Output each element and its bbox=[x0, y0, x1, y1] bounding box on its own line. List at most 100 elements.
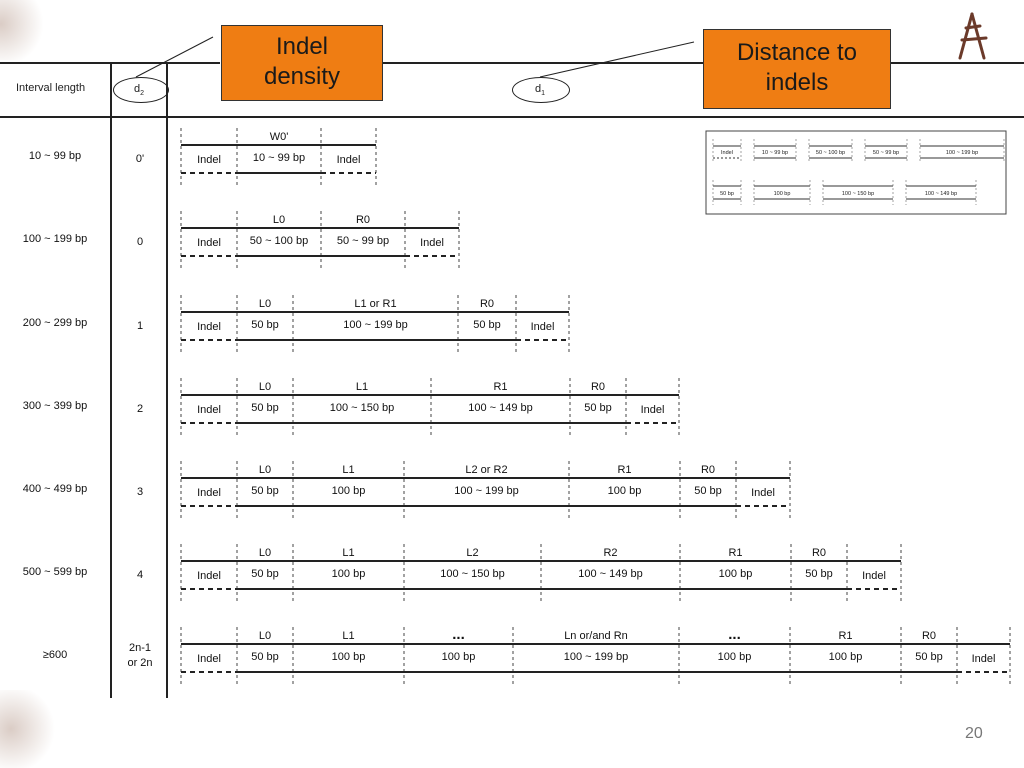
segment-length-label: 100 bp bbox=[829, 651, 863, 663]
inset-segment-label: 10 ~ 99 bp bbox=[762, 150, 788, 156]
distance-to-indels-callout: Distance to indels bbox=[703, 29, 891, 109]
inset-segment-label: 50 ~ 99 bp bbox=[873, 150, 899, 156]
indel-label: Indel bbox=[197, 653, 221, 665]
inset-segment-label: 50 ~ 100 bp bbox=[816, 150, 845, 156]
indel-density-text: Indel density bbox=[263, 33, 341, 90]
segment-top-label: R2 bbox=[603, 547, 617, 559]
segment-top-label: L0 bbox=[259, 547, 271, 559]
segment-top-label: L1 bbox=[342, 547, 354, 559]
interval-length-cell: 100 ~ 199 bp bbox=[22, 233, 88, 245]
d2-cell: 0 bbox=[136, 236, 144, 248]
segment-length-label: 100 bp bbox=[608, 485, 642, 497]
d2-cell: 1 bbox=[136, 320, 144, 332]
logo bbox=[958, 12, 988, 60]
interval-length-cell: 500 ~ 599 bp bbox=[22, 566, 88, 578]
indel-label: Indel bbox=[197, 321, 221, 333]
segment-length-label: 100 bp bbox=[442, 651, 476, 663]
segment-length-label: 50 bp bbox=[915, 651, 943, 663]
segment-length-label: 100 bp bbox=[332, 651, 366, 663]
indel-label: Indel bbox=[197, 237, 221, 249]
segment-top-label: R1 bbox=[838, 630, 852, 642]
segment-length-label: 100 ~ 150 bp bbox=[330, 402, 395, 414]
indel-label: Indel bbox=[531, 321, 555, 333]
segment-top-label: Ln or/and Rn bbox=[564, 630, 628, 642]
segment-length-label: 100 ~ 150 bp bbox=[440, 568, 505, 580]
segment-top-label: R0 bbox=[701, 464, 715, 476]
d2-oval bbox=[113, 77, 169, 103]
segment-top-label: L2 bbox=[466, 547, 478, 559]
segment-length-label: 50 bp bbox=[584, 402, 612, 414]
inset-segment-label: 50 bp bbox=[720, 191, 734, 197]
segment-top-label: L1 or R1 bbox=[354, 298, 396, 310]
segment-length-label: 10 ~ 99 bp bbox=[253, 152, 305, 164]
segment-top-label: R1 bbox=[728, 547, 742, 559]
d2-cell: 2n-1 or 2n bbox=[127, 642, 153, 669]
indel-label: Indel bbox=[751, 487, 775, 499]
indel-label: Indel bbox=[197, 154, 221, 166]
indel-label: Indel bbox=[420, 237, 444, 249]
segment-top-label: L2 or R2 bbox=[465, 464, 507, 476]
segment-length-label: 50 bp bbox=[251, 402, 279, 414]
distance-to-indels-text: Distance to indels bbox=[736, 39, 858, 96]
indel-label: Indel bbox=[197, 404, 221, 416]
inset-segment-label: Indel bbox=[721, 150, 733, 156]
d2-cell: 3 bbox=[136, 486, 144, 498]
interval-length-cell: 10 ~ 99 bp bbox=[28, 150, 82, 162]
interval-length-cell: 400 ~ 499 bp bbox=[22, 483, 88, 495]
segment-top-label: L1 bbox=[342, 464, 354, 476]
callout-leader-lines bbox=[135, 36, 695, 78]
segment-top-label: R0 bbox=[480, 298, 494, 310]
segment-top-label: R0 bbox=[812, 547, 826, 559]
header-bottom-rule bbox=[0, 116, 1024, 118]
interval-length-header: Interval length bbox=[16, 82, 86, 94]
corner-decoration-top bbox=[0, 0, 50, 60]
segment-top-label: R0 bbox=[922, 630, 936, 642]
d1-header: d1 bbox=[535, 83, 546, 98]
interval-length-cell: 200 ~ 299 bp bbox=[22, 317, 88, 329]
d2-cell: 2 bbox=[136, 403, 144, 415]
indel-label: Indel bbox=[641, 404, 665, 416]
segment-length-label: 100 bp bbox=[332, 568, 366, 580]
d2-cell: 0' bbox=[135, 153, 145, 165]
indel-label: Indel bbox=[862, 570, 886, 582]
inset-segment-label: 100 bp bbox=[774, 191, 791, 197]
segment-length-label: 50 ~ 100 bp bbox=[250, 235, 308, 247]
segment-top-label: L0 bbox=[259, 298, 271, 310]
indel-label: Indel bbox=[197, 487, 221, 499]
segment-length-label: 100 bp bbox=[719, 568, 753, 580]
segment-length-label: 100 ~ 149 bp bbox=[468, 402, 533, 414]
d1-oval bbox=[512, 77, 570, 103]
segment-length-label: 100 ~ 199 bp bbox=[564, 651, 629, 663]
segment-length-label: 50 bp bbox=[805, 568, 833, 580]
segment-length-label: 50 bp bbox=[251, 485, 279, 497]
segment-length-label: 50 bp bbox=[251, 651, 279, 663]
inset-segment-label: 100 ~ 149 bp bbox=[925, 191, 957, 197]
segment-top-label: R1 bbox=[493, 381, 507, 393]
segment-top-label: ... bbox=[728, 626, 741, 643]
segment-top-label: L0 bbox=[259, 381, 271, 393]
inset-segment-label: 100 ~ 199 bp bbox=[946, 150, 978, 156]
segment-top-label: L0 bbox=[259, 464, 271, 476]
corner-decoration-bottom bbox=[0, 690, 60, 768]
inset-legend-box bbox=[705, 130, 1007, 215]
segment-length-label: 100 ~ 199 bp bbox=[454, 485, 519, 497]
segment-top-label: L0 bbox=[259, 630, 271, 642]
column-divider-1 bbox=[110, 62, 112, 698]
indel-label: Indel bbox=[197, 570, 221, 582]
inset-segment-label: 100 ~ 150 bp bbox=[842, 191, 874, 197]
segment-top-label: R1 bbox=[617, 464, 631, 476]
page-number: 20 bbox=[965, 725, 983, 742]
segment-length-label: 100 ~ 149 bp bbox=[578, 568, 643, 580]
segment-length-label: 50 bp bbox=[251, 568, 279, 580]
interval-length-cell: 300 ~ 399 bp bbox=[22, 400, 88, 412]
segment-top-label: ... bbox=[452, 626, 465, 643]
d2-cell: 4 bbox=[136, 569, 144, 581]
indel-density-callout: Indel density bbox=[221, 25, 383, 101]
interval-length-cell: ≥600 bbox=[42, 649, 68, 661]
segment-top-label: L0 bbox=[273, 214, 285, 226]
segment-top-label: R0 bbox=[356, 214, 370, 226]
column-divider-2 bbox=[166, 62, 168, 698]
segment-length-label: 50 ~ 99 bp bbox=[337, 235, 389, 247]
indel-label: Indel bbox=[972, 653, 996, 665]
